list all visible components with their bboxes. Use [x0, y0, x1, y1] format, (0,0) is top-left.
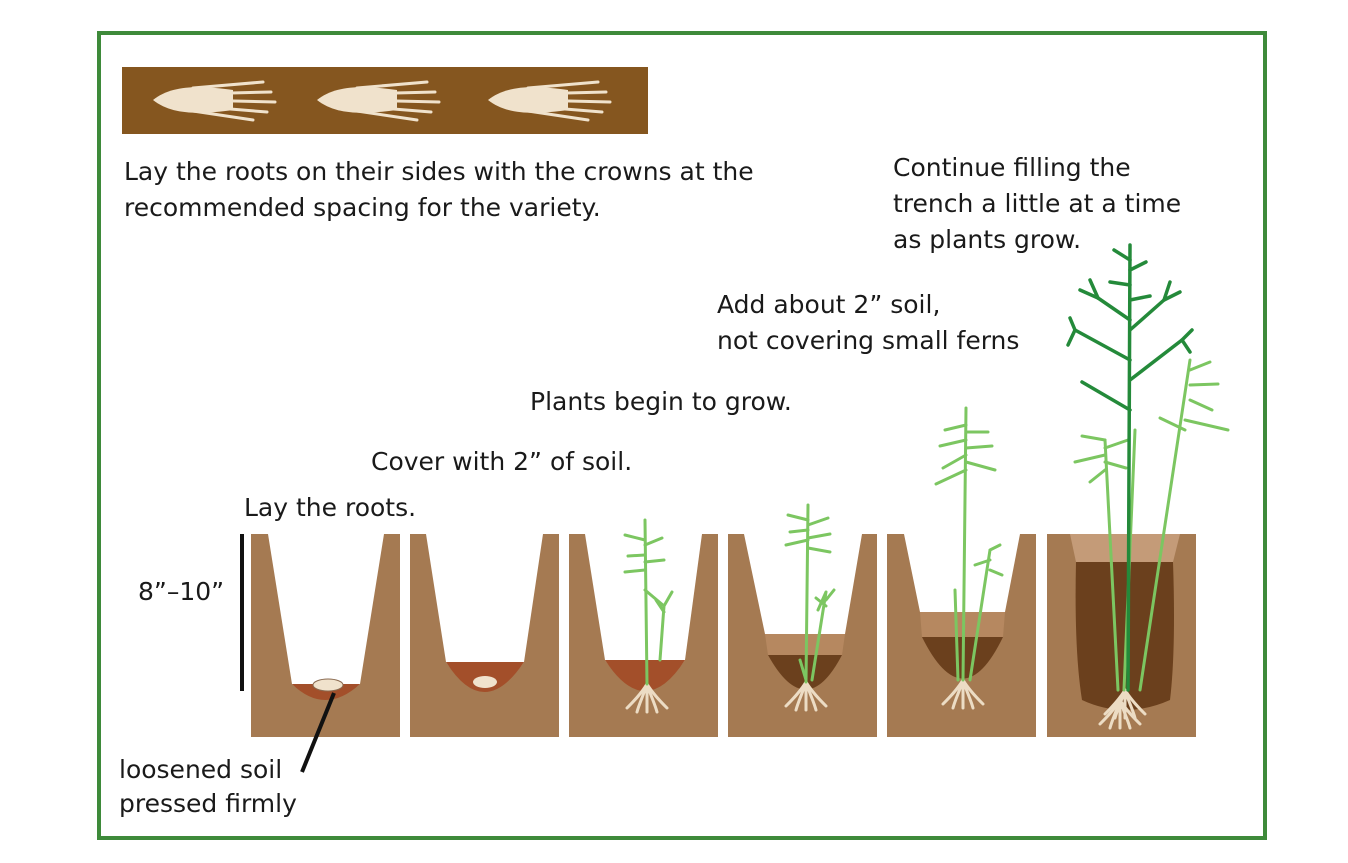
continue-text-3: as plants grow. — [893, 225, 1082, 254]
depth-label: 8”–10” — [138, 577, 225, 606]
trench-panel-4 — [728, 503, 877, 737]
trench-panel-2 — [410, 534, 559, 737]
continue-text-2: trench a little at a time — [893, 189, 1182, 218]
roots-sides-text-1: Lay the roots on their sides with the cr… — [124, 157, 754, 186]
add-soil-text-1: Add about 2” soil, — [717, 290, 941, 319]
pointer-line — [300, 692, 336, 773]
add-soil-text-2: not covering small ferns — [717, 326, 1020, 355]
cover-text: Cover with 2” of soil. — [371, 447, 633, 476]
lay-roots-text: Lay the roots. — [244, 493, 417, 522]
trench-panel-6 — [1047, 243, 1230, 737]
trench-panel-5 — [887, 406, 1036, 737]
loosened-text-2: pressed firmly — [119, 789, 297, 818]
trench-panel-1 — [251, 534, 400, 773]
plants-grow-text: Plants begin to grow. — [530, 387, 792, 416]
diagram-frame — [97, 31, 1267, 840]
crown-spacing-strip — [122, 67, 648, 134]
continue-text-1: Continue filling the — [893, 153, 1131, 182]
trench-panel-3 — [569, 518, 718, 737]
loosened-text-1: loosened soil — [119, 755, 283, 784]
roots-sides-text-2: recommended spacing for the variety. — [124, 193, 601, 222]
